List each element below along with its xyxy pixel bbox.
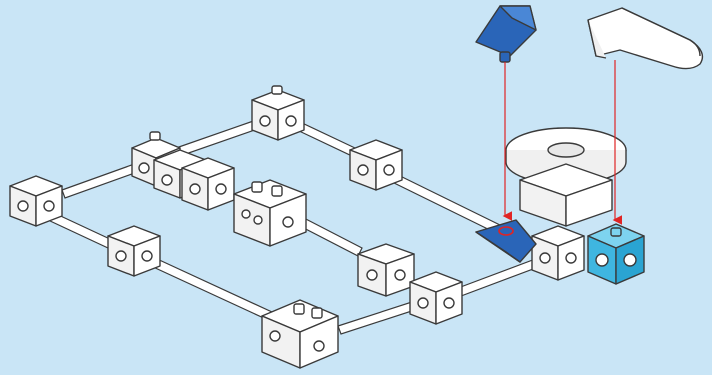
connectors [9, 85, 463, 369]
placed-wedge-icon [475, 219, 537, 263]
guide-arrows [498, 60, 623, 236]
blue-wedge-icon [475, 5, 537, 63]
cyan-cube-icon [587, 223, 645, 285]
cube-right-back [349, 139, 403, 191]
rod-top-right [296, 121, 356, 157]
cube-pair-middle-b [181, 157, 235, 211]
rod-bottom-to-cubes [457, 257, 542, 297]
new-parts [475, 5, 704, 70]
cube-long-middle [233, 179, 307, 247]
target-hole-marker [498, 226, 514, 236]
cube-bottom-long [261, 299, 339, 369]
cube-far-left [9, 175, 63, 227]
cube-white-right [531, 225, 585, 281]
cross-block-icon [519, 163, 613, 227]
rod-bottom-right [337, 299, 422, 335]
rod-mid-right [387, 171, 503, 235]
cube-left-lower [107, 225, 161, 277]
cube-top-back [251, 85, 305, 141]
cube-right-middle [357, 243, 415, 297]
rod-bottom-left [150, 257, 273, 321]
cube-bottom-right [409, 271, 463, 325]
right-assembly [475, 127, 645, 285]
rod-left-upper [61, 161, 144, 199]
white-ramp-icon [587, 7, 704, 70]
